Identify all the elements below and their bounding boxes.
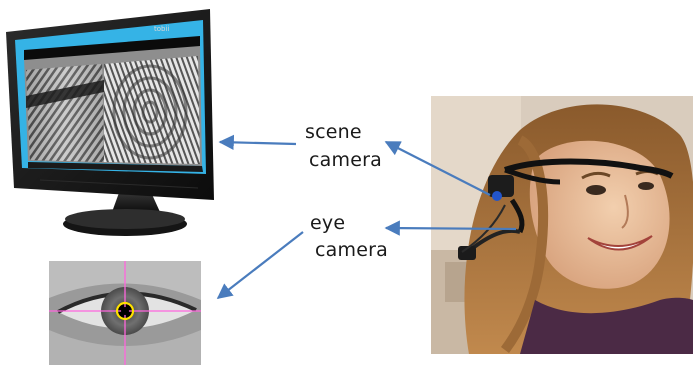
scene-arrow-from-glasses (384, 141, 491, 196)
scene-label-line1: scene (305, 121, 362, 143)
scene-label-line2: camera (309, 149, 382, 171)
monitor-icon: tobii (6, 9, 214, 236)
eye-arrow-to-eye-image (216, 231, 304, 299)
scene-arrow-to-monitor (218, 134, 297, 151)
monitor-brand: tobii (154, 25, 169, 33)
arrows (216, 134, 517, 299)
eye-label-line1: eye (310, 212, 346, 234)
person-with-eye-tracker-photo (431, 96, 693, 354)
eye-label-line2: camera (315, 239, 388, 261)
pupil-marker-icon (115, 301, 135, 321)
eye-arrow-from-glasses (384, 220, 517, 236)
